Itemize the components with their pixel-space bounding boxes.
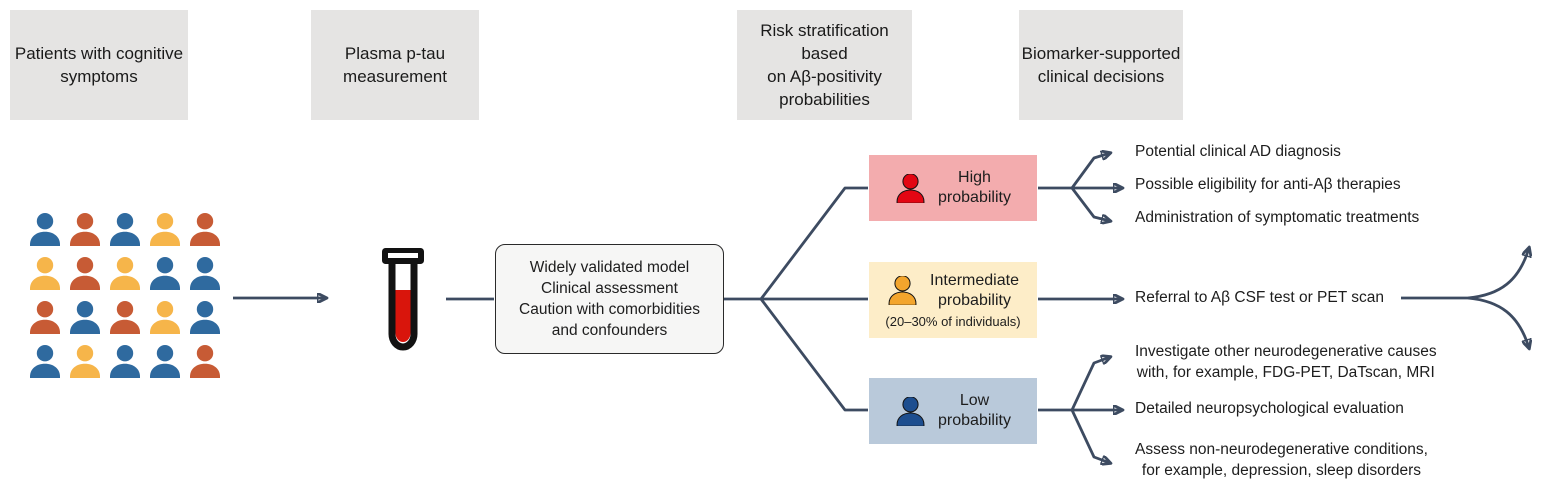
header-box-risk-stratification: Risk stratification based on Aβ-positivi… <box>737 10 912 120</box>
header-box-plasma-ptau: Plasma p-tau measurement <box>311 10 479 120</box>
high-probability-box: High probability <box>869 155 1037 221</box>
fork-to-high <box>759 186 868 300</box>
person-icon-blue <box>190 257 220 290</box>
outcome-other-neurodegenerative: Investigate other neurodegenerative caus… <box>1135 343 1437 381</box>
blood-test-tube-icon <box>382 248 424 351</box>
person-icon-orange <box>190 345 220 378</box>
outcome-ad-diagnosis: Potential clinical AD diagnosis <box>1135 143 1341 160</box>
person-icon-blue <box>110 213 140 246</box>
person-icon-yellow <box>70 345 100 378</box>
outcome-neuropsychological-evaluation: Detailed neuropsychological evaluation <box>1135 400 1404 417</box>
header-label: Patients with cognitive symptoms <box>14 44 184 86</box>
person-icon-yellow <box>150 301 180 334</box>
person-icon-yellow <box>30 257 60 290</box>
header-box-patients: Patients with cognitive symptoms <box>10 10 188 120</box>
person-icon-orange <box>110 301 140 334</box>
header-box-clinical-decisions: Biomarker-supported clinical decisions <box>1019 10 1183 120</box>
person-icon-orange <box>190 213 220 246</box>
person-icon-blue <box>30 345 60 378</box>
person-icon-blue <box>190 301 220 334</box>
person-icon-blue <box>150 257 180 290</box>
header-label: Risk stratification based on Aβ-positivi… <box>760 21 889 109</box>
patients-grid <box>27 213 223 378</box>
intermediate-risk-person-icon <box>888 276 917 305</box>
person-icon-orange <box>30 301 60 334</box>
person-icon-blue <box>150 345 180 378</box>
person-icon-blue <box>110 345 140 378</box>
person-icon-yellow <box>150 213 180 246</box>
outcome-symptomatic-treatments: Administration of symptomatic treatments <box>1135 209 1420 226</box>
arrow-high-out-3 <box>1070 187 1110 221</box>
arrow-low-out-1 <box>1070 357 1110 411</box>
branch-label: High probability <box>938 169 1011 206</box>
branch-label: Intermediate probability <box>930 271 1019 309</box>
branch-label: Low probability <box>938 392 1011 429</box>
arrow-referral-down <box>1467 296 1529 348</box>
person-icon-yellow <box>110 257 140 290</box>
person-icon-blue <box>30 213 60 246</box>
outcome-non-neurodegenerative: Assess non-neurodegenerative conditions,… <box>1135 441 1428 479</box>
arrow-referral-up <box>1467 248 1529 300</box>
arrow-high-out-1 <box>1070 153 1110 189</box>
fork-to-low <box>759 298 868 412</box>
branch-note: (20–30% of individuals) <box>885 313 1021 329</box>
arrow-low-out-3 <box>1070 409 1110 463</box>
header-label: Plasma p-tau measurement <box>343 44 447 86</box>
high-risk-person-icon <box>896 173 925 203</box>
header-label: Biomarker-supported clinical decisions <box>1021 44 1181 86</box>
outcome-referral-csf-pet: Referral to Aβ CSF test or PET scan <box>1135 289 1384 306</box>
person-icon-blue <box>70 301 100 334</box>
outcome-anti-abeta-therapies: Possible eligibility for anti-Aβ therapi… <box>1135 176 1401 193</box>
person-icon-orange <box>70 213 100 246</box>
intermediate-probability-box: Intermediate probability (20–30% of indi… <box>869 262 1037 338</box>
low-risk-person-icon <box>896 396 925 426</box>
low-probability-box: Low probability <box>869 378 1037 444</box>
model-info-text: Widely validated model Clinical assessme… <box>519 259 700 339</box>
person-icon-orange <box>70 257 100 290</box>
tube-blood-fill <box>395 290 411 342</box>
model-info-box: Widely validated model Clinical assessme… <box>495 244 724 354</box>
